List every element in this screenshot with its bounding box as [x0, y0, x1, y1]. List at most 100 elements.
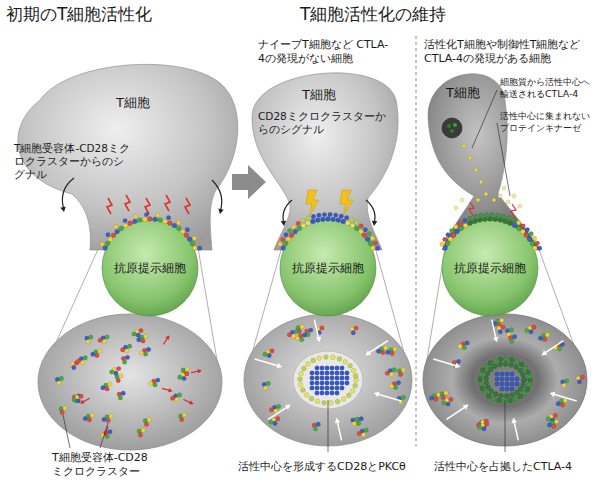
- molecule-dot: [182, 413, 186, 417]
- molecule-dot: [344, 216, 348, 220]
- molecule-dot: [320, 371, 325, 376]
- signal-label: CD28ミクロクラスターからのシグナル: [258, 110, 388, 136]
- molecule-dot: [291, 334, 295, 338]
- molecule-dot: [116, 378, 120, 382]
- molecule-dot: [474, 168, 478, 172]
- molecule-dot: [362, 233, 367, 238]
- molecule-dot: [401, 368, 405, 372]
- molecule-dot: [283, 241, 288, 246]
- signal-bolt: [469, 202, 474, 216]
- molecule-dot: [521, 382, 526, 387]
- molecule-dot: [108, 237, 113, 242]
- molecule-dot: [477, 218, 482, 223]
- molecule-dot: [267, 353, 271, 357]
- molecule-dot: [309, 328, 313, 332]
- molecule-dot: [552, 424, 556, 428]
- molecule-dot: [468, 156, 472, 160]
- molecule-dot: [105, 241, 110, 246]
- molecule-dot: [331, 355, 336, 360]
- molecule-dot: [359, 417, 363, 421]
- arrow-line: [163, 338, 168, 345]
- molecule-dot: [510, 357, 515, 362]
- molecule-dot: [187, 237, 192, 242]
- molecule-dot: [348, 363, 353, 368]
- molecule-dot: [266, 381, 270, 385]
- signal-bolt: [165, 195, 170, 211]
- molecule-dot: [276, 417, 280, 421]
- molecule-dot: [133, 219, 138, 224]
- molecule-dot: [320, 391, 325, 396]
- molecule-dot: [450, 129, 454, 133]
- label-slot: 活性中心を形成するCD28とPKCθ: [238, 455, 414, 474]
- molecule-dot: [306, 216, 310, 220]
- molecule-dot: [509, 328, 513, 332]
- molecule-dot: [532, 325, 536, 329]
- leader-line: [497, 123, 510, 196]
- molecule-dot: [513, 397, 518, 402]
- label-slot: 活性化T細胞や制御性T細胞など CTLA-4の発現がある細胞: [424, 38, 596, 66]
- molecule-dot: [144, 212, 148, 216]
- molecule-dot: [330, 376, 335, 381]
- molecule-dot: [106, 233, 110, 237]
- molecule-dot: [535, 241, 539, 245]
- molecule-dot: [355, 417, 359, 421]
- molecule-dot: [144, 422, 148, 426]
- molecule-dot: [350, 218, 354, 222]
- microclusters: [55, 328, 202, 438]
- molecule-dot: [547, 423, 551, 427]
- molecule-dot: [324, 355, 329, 360]
- molecule-dot: [315, 366, 320, 371]
- molecule-dot: [488, 361, 493, 366]
- molecule-dot: [463, 218, 467, 222]
- molecule-dot: [311, 219, 316, 224]
- molecule-dot: [141, 339, 145, 343]
- molecule-dot: [276, 404, 280, 408]
- molecule-dot: [192, 246, 197, 251]
- molecule-dot: [330, 366, 335, 371]
- molecule-dot: [527, 237, 532, 242]
- molecule-dot: [143, 217, 148, 222]
- molecule-dot: [505, 387, 510, 392]
- molecule-dot: [292, 225, 296, 229]
- molecule-dot: [175, 397, 179, 401]
- molecule-dot: [396, 381, 400, 385]
- label-slot: T細胞受容体-CD28 ミクロクラスター: [52, 451, 164, 479]
- molecule-dot: [508, 221, 513, 226]
- molecule-dot: [381, 350, 385, 354]
- molecule-dot: [190, 241, 195, 246]
- molecule-dot: [532, 246, 537, 251]
- molecule-dot: [500, 382, 505, 387]
- molecule-dot: [459, 226, 464, 231]
- molecule-dot: [354, 326, 358, 330]
- molecule-dot: [136, 333, 140, 337]
- molecule-dot: [185, 367, 189, 371]
- molecule-dot: [504, 394, 509, 399]
- molecule-dot: [465, 341, 469, 345]
- molecule-dot: [340, 376, 345, 381]
- molecule-dot: [322, 212, 326, 216]
- molecule-dot: [356, 421, 360, 425]
- molecule-dot: [493, 217, 498, 222]
- molecule-dot: [80, 360, 84, 364]
- molecule-dot: [454, 225, 458, 229]
- signal-bolt: [145, 198, 150, 214]
- molecule-dot: [311, 214, 315, 218]
- molecule-dot: [510, 377, 515, 382]
- molecule-dot: [501, 325, 505, 329]
- molecule-dot: [512, 223, 517, 228]
- callout-label: T細胞受容体-CD28 ミクロクラスター: [52, 451, 164, 479]
- molecule-dot: [281, 237, 285, 241]
- molecule-dot: [373, 241, 377, 245]
- arrow-head: [189, 400, 194, 404]
- molecule-dot: [506, 200, 510, 204]
- molecule-dot: [198, 246, 202, 250]
- molecule-dot: [495, 372, 500, 377]
- molecule-dot: [315, 391, 320, 396]
- molecule-dot: [335, 391, 340, 396]
- molecule-dot: [325, 366, 330, 371]
- molecule-dot: [147, 418, 151, 422]
- molecule-dot: [114, 225, 118, 229]
- molecule-dot: [345, 381, 350, 386]
- molecule-dot: [357, 431, 361, 435]
- curved-arrow: [212, 180, 222, 212]
